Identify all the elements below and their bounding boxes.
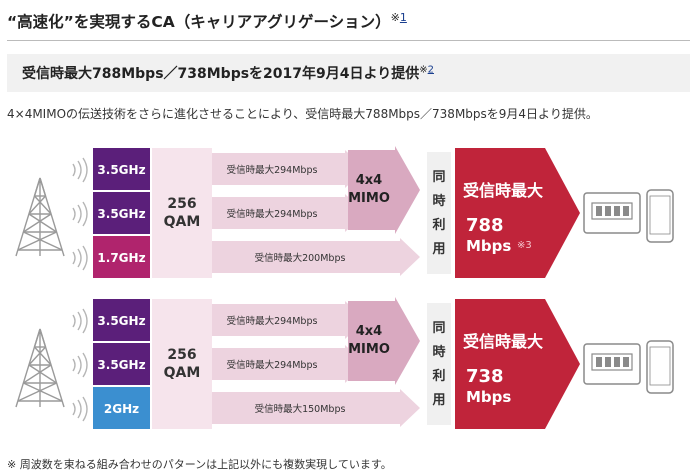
band-label: 2GHz [104, 402, 139, 416]
router-icon [583, 192, 641, 234]
band-rate: 受信時最大150Mbps [255, 403, 346, 415]
signal-waves-icon [72, 352, 88, 378]
band-arrow [212, 150, 365, 188]
result-arrow [455, 299, 580, 429]
signal-waves-icon [72, 245, 88, 271]
footnote-link-2[interactable]: 2 [427, 64, 434, 76]
mimo-label: MIMO [348, 191, 390, 206]
simultaneous-char: 同 [432, 170, 445, 185]
mimo-label: 4x4 [356, 324, 382, 339]
qam-label: QAM [164, 365, 201, 381]
ca-diagram-2: 3.5GHz 受信時最大294Mbps 3.5GHz 受信時最大294Mbps 2GHz… [15, 297, 674, 429]
ca-diagram-1: 3.5GHz 受信時最大294Mbps 3.5GHz 受信時最大294Mbps 1.7G… [15, 146, 674, 278]
band-arrow [212, 389, 420, 427]
antenna-tower-icon [15, 177, 65, 257]
qam-label: 256 [167, 196, 196, 212]
band-arrow [212, 301, 365, 339]
simultaneous-char: 同 [432, 321, 445, 336]
simultaneous-char: 用 [431, 393, 445, 408]
band-label: 3.5GHz [97, 314, 145, 328]
description-text: 4×4MIMOの伝送技術をさらに進化させることにより、受信時最大788Mbps／… [7, 107, 598, 121]
band-label: 3.5GHz [97, 358, 145, 372]
simultaneous-char: 用 [431, 242, 445, 257]
footnote-link-1[interactable]: 1 [399, 10, 407, 24]
band-rate: 受信時最大294Mbps [227, 164, 318, 176]
band-box [93, 387, 150, 429]
band-rate: 受信時最大294Mbps [227, 359, 318, 371]
band-label: 3.5GHz [97, 207, 145, 221]
smartphone-icon [646, 340, 674, 394]
router-icon [583, 343, 641, 385]
qam-box [152, 148, 212, 278]
band-arrow [212, 238, 420, 276]
page-title: “高速化”を実現するCA（キャリアアグリゲーション）※1 [7, 10, 407, 31]
band-rate: 受信時最大200Mbps [255, 252, 346, 264]
result-value: 738 [466, 366, 504, 387]
signal-waves-icon [72, 201, 88, 227]
band-arrow [212, 194, 365, 232]
band-box [93, 148, 150, 190]
antenna-tower-icon [15, 328, 65, 408]
title-divider [7, 40, 690, 41]
title-footnote: ※1 [390, 10, 407, 24]
simultaneous-char: 時 [432, 193, 445, 209]
result-title: 受信時最大 [463, 332, 543, 351]
smartphone-icon [646, 189, 674, 243]
band-label: 3.5GHz [97, 163, 145, 177]
mimo-label: 4x4 [356, 173, 382, 188]
signal-waves-icon [72, 308, 88, 334]
result-unit: Mbps [466, 388, 511, 406]
simultaneous-box [427, 152, 451, 274]
mimo-label: MIMO [348, 342, 390, 357]
simultaneous-char: 利 [432, 368, 445, 384]
band-box [93, 192, 150, 234]
simultaneous-box [427, 303, 451, 425]
simultaneous-char: 利 [432, 217, 445, 233]
signal-waves-icon [72, 157, 88, 183]
result-value: 788 [466, 215, 504, 236]
subtitle-footnote: ※2 [419, 64, 434, 76]
mimo-arrow [348, 297, 420, 385]
band-arrow [212, 345, 365, 383]
qam-label: 256 [167, 347, 196, 363]
signal-waves-icon [72, 396, 88, 422]
qam-box [152, 299, 212, 429]
band-rate: 受信時最大294Mbps [227, 315, 318, 327]
footnote-text: ※ 周波数を束ねる組み合わせのパターンは上記以外にも複数実現しています。 [7, 458, 392, 471]
band-box [93, 343, 150, 385]
band-box [93, 299, 150, 341]
mimo-arrow [348, 146, 420, 234]
section-subtitle: 受信時最大788Mbps／738Mbpsを2017年9月4日より提供※2 [22, 64, 434, 82]
subtitle-bar [7, 54, 690, 92]
band-rate: 受信時最大294Mbps [227, 208, 318, 220]
result-footnote: ※3 [517, 240, 532, 251]
result-unit: Mbps [466, 237, 511, 255]
band-box [93, 236, 150, 278]
band-label: 1.7GHz [97, 251, 145, 265]
result-title: 受信時最大 [463, 181, 543, 200]
qam-label: QAM [164, 214, 201, 230]
simultaneous-char: 時 [432, 344, 445, 360]
result-arrow [455, 148, 580, 278]
